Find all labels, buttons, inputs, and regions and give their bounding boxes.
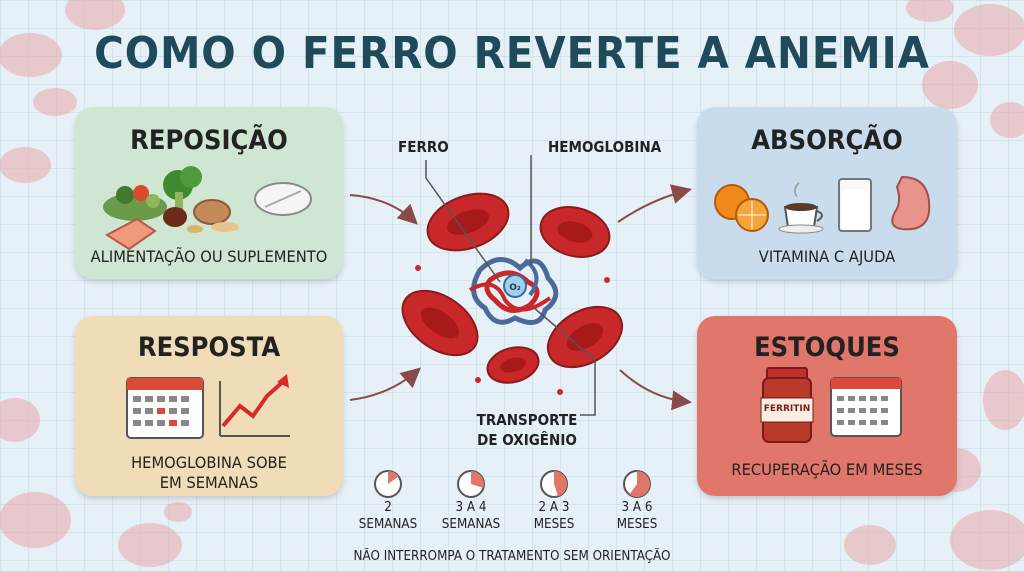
flow-arrow [619,369,692,411]
hemoglobin-molecule [468,257,559,325]
bg-blood-cell [922,61,978,109]
bg-blood-cell [954,4,1024,56]
timeline-progress-wedge [471,471,484,489]
transport-label-line1: TRANSPORTE [476,411,578,429]
callout-lines [425,155,596,416]
bg-blood-cell [118,523,182,567]
bg-blood-cell [65,0,125,30]
bg-blood-cell [906,0,954,22]
bg-blood-cell [990,102,1024,138]
ferritin-label: FERRITIN [763,404,811,414]
timeline-item-4-value: 3 A 6 [621,500,653,515]
oxygen-symbol: O₂ [509,283,521,293]
hemoglobina-label: HEMOGLOBINA [548,138,662,156]
calendar-and-rising-chart-icon [126,374,290,439]
ferritin-jar-and-calendar-icon [760,367,902,443]
bg-blood-cell [950,510,1024,570]
panel-resposta-caption-1: HEMOGLOBINA SOBE [131,453,287,472]
bg-blood-cell [0,147,51,183]
panel-reposicao-caption: ALIMENTAÇÃO OU SUPLEMENTO [90,247,328,266]
panel-estoques: ESTOQUES RECUPERAÇÃO EM MESES FERRITIN [697,316,957,496]
flow-arrow [617,184,692,223]
page-title: COMO O FERRO REVERTE A ANEMIA [94,28,930,79]
timeline-item-1-unit: SEMANAS [358,517,418,532]
timeline-item-3-value: 2 A 3 [538,500,570,515]
bg-blood-cell [983,370,1024,430]
timeline-item-2-value: 3 A 4 [455,500,487,515]
panel-resposta-title: RESPOSTA [137,332,281,363]
timeline-progress-wedge [388,471,399,484]
timeline-item-1-value: 2 [384,500,392,515]
orange-coffee-milk-stomach-icon [714,175,931,234]
flow-arrow [349,194,418,225]
timeline-progress-wedge [629,471,651,497]
panel-absorcao: ABSORÇÃO VITAMINA C AJUDA [697,107,957,279]
panel-resposta: RESPOSTA HEMOGLOBINA SOBE EM SEMANAS [75,316,343,496]
panel-reposicao-title: REPOSIÇÃO [130,125,288,156]
transport-label-line2: DE OXIGÊNIO [477,431,577,449]
bg-blood-cell [164,502,192,522]
bg-blood-cell [0,398,40,442]
oxygen-icon [503,274,527,298]
timeline-progress-wedge [554,471,568,497]
timeline-item-3-unit: MESES [533,517,575,532]
bg-blood-cell [0,33,62,77]
bg-blood-cell [0,492,71,548]
food-and-pill-icon [103,166,312,251]
ferro-label: FERRO [398,138,449,156]
timeline-item-4-unit: MESES [616,517,658,532]
panel-estoques-caption: RECUPERAÇÃO EM MESES [731,460,923,479]
panel-reposicao: REPOSIÇÃO ALIMENTAÇÃO OU SUPLEMENTO [75,107,343,279]
timeline-item-2-unit: SEMANAS [441,517,501,532]
panel-estoques-title: ESTOQUES [754,332,900,363]
flow-arrow [349,367,421,401]
panel-absorcao-caption: VITAMINA C AJUDA [758,247,896,266]
panel-absorcao-title: ABSORÇÃO [751,125,903,156]
footer-note: NÃO INTERROMPA O TRATAMENTO SEM ORIENTAÇ… [353,549,671,564]
panel-resposta-caption-2: EM SEMANAS [159,473,259,492]
bg-blood-cell [844,525,896,565]
bg-blood-cell [33,88,77,116]
